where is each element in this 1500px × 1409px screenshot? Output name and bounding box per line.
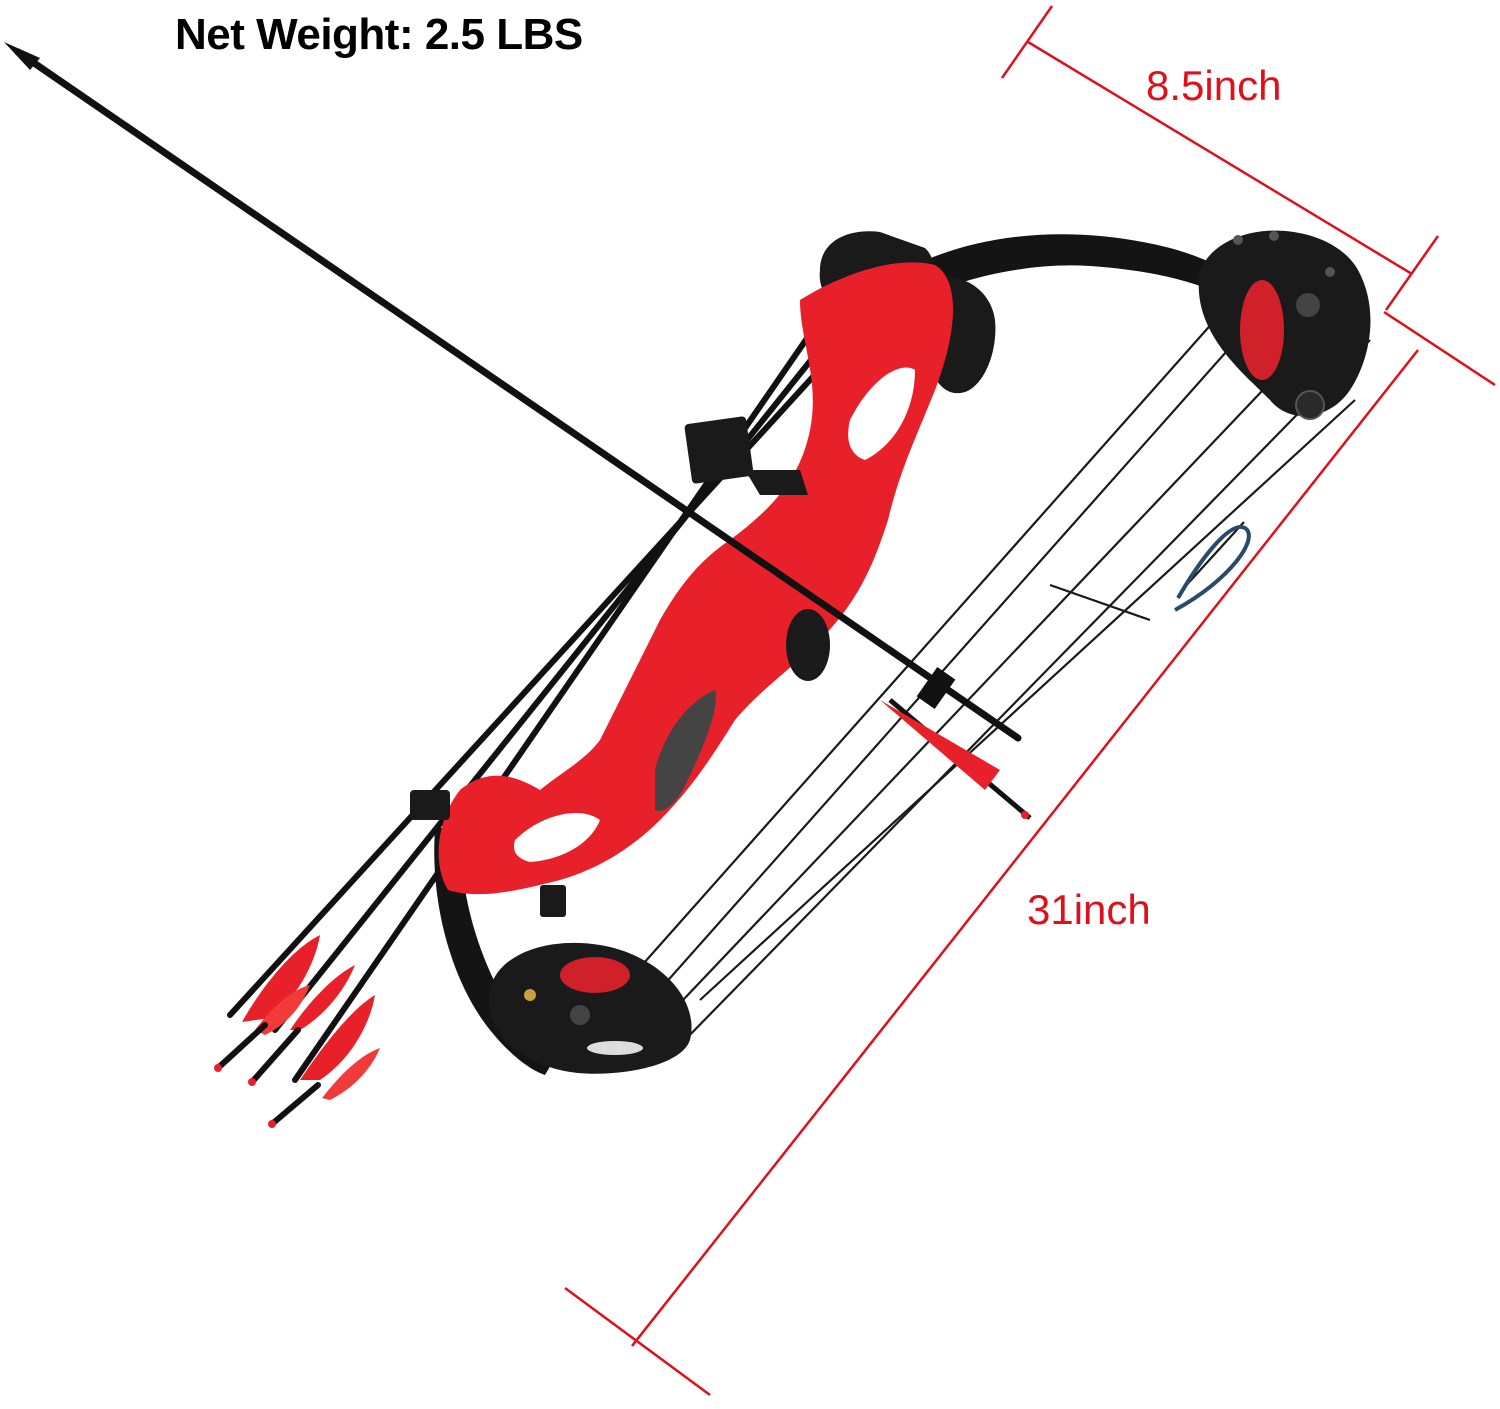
sight-bracket: [745, 470, 808, 495]
sight-box: [684, 416, 754, 484]
bottom-bracket: [410, 790, 450, 820]
arrow-nocks: [215, 1022, 321, 1127]
arrow-rest: [786, 609, 830, 681]
top-limb: [905, 234, 1240, 300]
arrow-fletchings: [242, 935, 380, 1100]
bow-riser: [438, 262, 954, 895]
riser-cutout-bottom: [513, 812, 600, 862]
width-dimension: [1000, 5, 1440, 311]
nocked-arrow: [4, 42, 1032, 820]
string-loop: [1174, 525, 1251, 612]
riser-cutout-top: [848, 367, 915, 460]
bottom-bracket-2: [540, 885, 566, 917]
width-dimension-label: 8.5inch: [1146, 62, 1282, 109]
grip-carbon: [655, 690, 716, 811]
height-dimension: [564, 310, 1496, 1397]
bottom-cam: [488, 942, 692, 1074]
bow-strings: [579, 319, 1371, 1046]
height-dimension-label: 31inch: [1027, 886, 1151, 933]
top-cam: [1198, 230, 1371, 420]
net-weight-label: Net Weight: 2.5 LBS: [175, 10, 583, 59]
arrow-nock-tips: [214, 1064, 276, 1128]
